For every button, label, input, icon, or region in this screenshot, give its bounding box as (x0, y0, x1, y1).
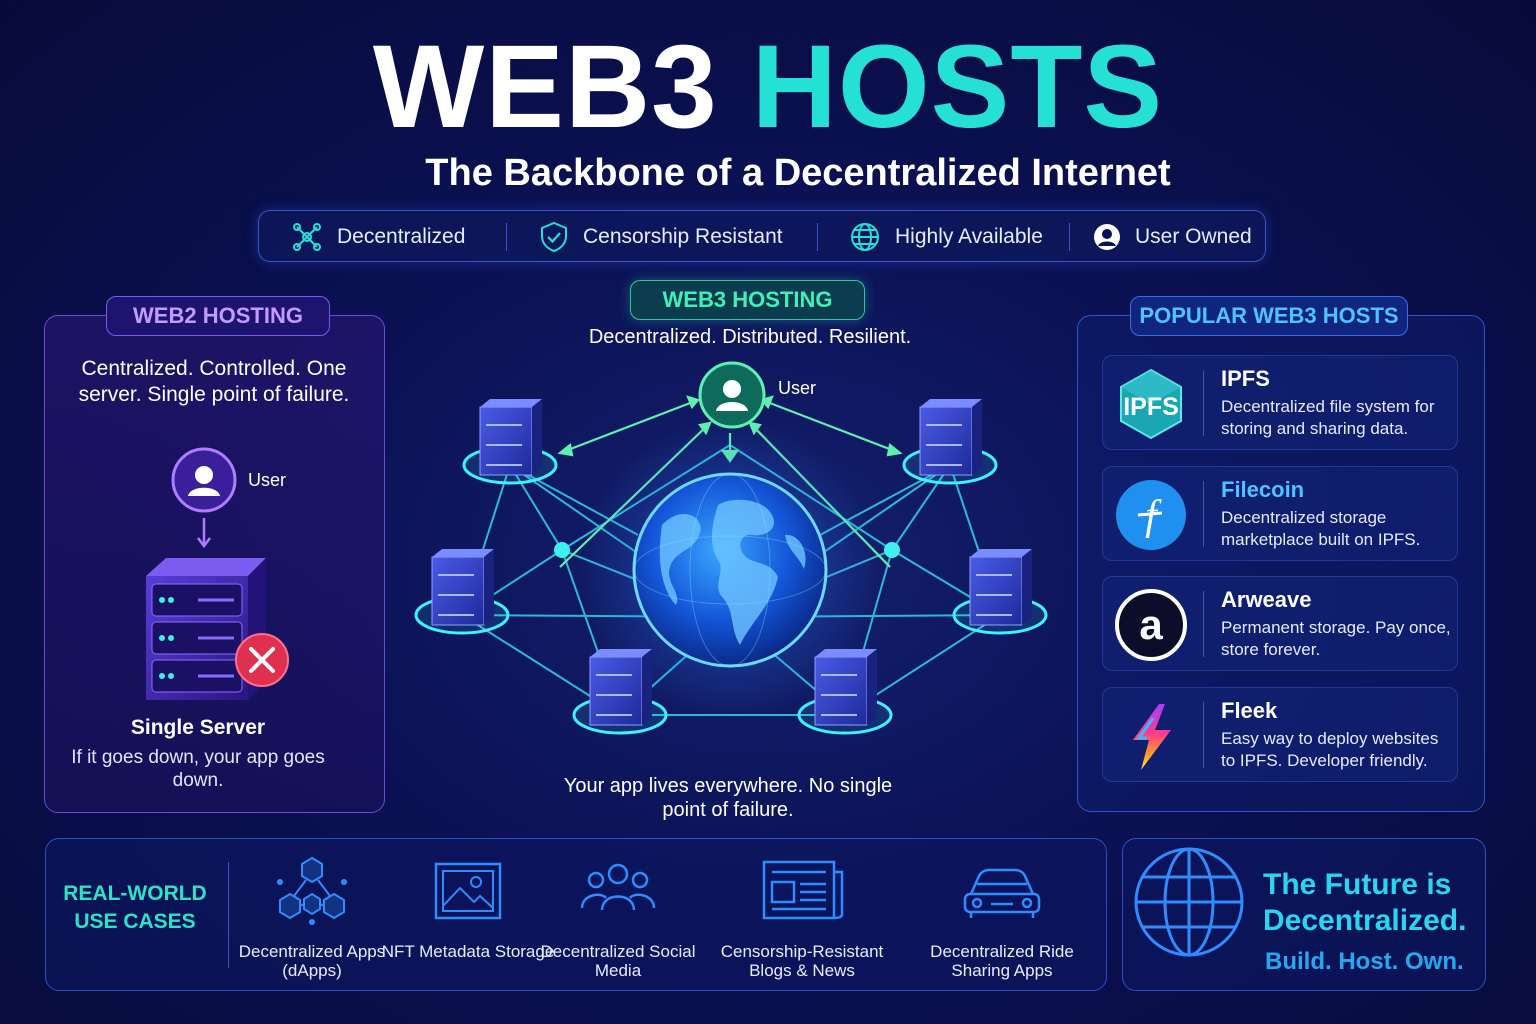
host-card-fleek[interactable]: Fleek Easy way to deploy websites to IPF… (1102, 687, 1458, 782)
divider (817, 223, 818, 251)
network-hub-dot (884, 542, 900, 558)
decentralized-network-diagram (414, 361, 1048, 735)
use-case-label: Censorship-Resistant Blogs & News (720, 942, 884, 980)
people-icon (580, 863, 656, 911)
feature-decentralized: Decentralized (291, 211, 465, 263)
globe-icon (1134, 847, 1244, 957)
shield-check-icon (541, 221, 567, 253)
feature-label: Highly Available (895, 225, 1043, 248)
use-cases-panel (45, 838, 1107, 991)
web2-user-avatar (171, 447, 237, 549)
feature-label: Censorship Resistant (583, 225, 783, 248)
single-server-title: Single Server (130, 716, 266, 739)
feature-user-owned: User Owned (1093, 211, 1252, 263)
fleek-lightning-logo-icon (1133, 704, 1171, 770)
use-case-blogs-news: Censorship-Resistant Blogs & News (712, 854, 892, 980)
car-icon (963, 868, 1041, 918)
user-icon (1094, 224, 1120, 250)
divider (1203, 481, 1204, 547)
web2-user-label: User (248, 470, 287, 490)
use-cases-title: REAL-WORLD USE CASES (63, 882, 207, 933)
host-description: Decentralized file system for storing an… (1221, 397, 1435, 438)
use-case-dapps: Decentralized Apps (dApps) (222, 854, 402, 980)
host-description: Decentralized storage marketplace built … (1221, 508, 1421, 549)
use-case-label: Decentralized Apps (dApps) (238, 942, 386, 980)
feature-bar: Decentralized Censorship Resistant Highl… (258, 210, 1266, 262)
future-panel (1122, 838, 1486, 991)
host-card-arweave[interactable]: a Arweave Permanent storage. Pay once, s… (1102, 576, 1458, 671)
host-description: Permanent storage. Pay once, store forev… (1221, 618, 1451, 659)
host-name: Arweave (1221, 587, 1312, 612)
use-case-nft-metadata: NFT Metadata Storage (378, 854, 558, 961)
web2-description: Centralized. Controlled. One server. Sin… (78, 357, 350, 406)
divider (1203, 591, 1204, 657)
host-card-ipfs[interactable]: IPFS IPFS Decentralized file system for … (1102, 355, 1458, 450)
web3-tag: WEB3 HOSTING (630, 280, 865, 320)
server-node (572, 649, 668, 735)
use-case-label: NFT Metadata Storage (381, 942, 555, 961)
use-case-social-media: Decentralized Social Media (528, 854, 708, 980)
host-name: Filecoin (1221, 477, 1305, 502)
web3-user-label: User (778, 378, 817, 398)
popular-hosts-tag: POPULAR WEB3 HOSTS (1130, 296, 1408, 336)
use-case-label: Decentralized Social Media (540, 942, 696, 980)
ipfs-logo-text: IPFS (1123, 393, 1179, 421)
single-server-icon (146, 558, 289, 700)
web2-tag: WEB2 HOSTING (106, 296, 330, 336)
server-node (902, 399, 998, 485)
future-title: The Future is Decentralized. (1263, 868, 1467, 937)
network-hub-dot (554, 542, 570, 558)
divider (228, 862, 229, 968)
server-node (797, 649, 893, 735)
web3-description: Decentralized. Distributed. Resilient. (588, 326, 912, 348)
host-description: Easy way to deploy websites to IPFS. Dev… (1221, 729, 1439, 770)
divider (1203, 370, 1204, 436)
newspaper-icon (762, 860, 844, 920)
arweave-logo-icon: a (1115, 589, 1187, 661)
host-name: Fleek (1221, 698, 1278, 723)
globe-icon (632, 472, 828, 668)
title-part-hosts: HOSTS (751, 21, 1164, 153)
divider (506, 223, 507, 251)
page-title: WEB3 HOSTS (0, 28, 1536, 146)
host-name: IPFS (1221, 366, 1270, 391)
cubes-icon (277, 856, 347, 925)
web3-bottom-text: Your app lives everywhere. No single poi… (563, 775, 893, 821)
server-node (462, 399, 558, 485)
host-card-filecoin[interactable]: f Filecoin Decentralized storage marketp… (1102, 466, 1458, 561)
image-icon (434, 862, 502, 920)
network-icon (293, 223, 321, 251)
divider (1203, 702, 1204, 768)
ipfs-logo-icon: IPFS (1120, 368, 1182, 440)
feature-censorship-resistant: Censorship Resistant (539, 211, 783, 263)
title-part-web3: WEB3 (372, 21, 718, 153)
filecoin-logo-icon: f (1116, 480, 1186, 550)
web3-user-avatar (698, 361, 766, 429)
server-node (952, 549, 1048, 635)
feature-label: Decentralized (337, 225, 466, 248)
server-node (414, 549, 510, 635)
use-case-label: Decentralized Ride Sharing Apps (930, 942, 1074, 980)
use-case-ride-sharing: Decentralized Ride Sharing Apps (912, 854, 1092, 980)
globe-icon (851, 223, 879, 251)
arweave-logo-text: a (1139, 601, 1163, 648)
divider (1069, 223, 1070, 251)
feature-highly-available: Highly Available (849, 211, 1043, 263)
feature-label: User Owned (1135, 225, 1252, 248)
page-subtitle: The Backbone of a Decentralized Internet (425, 152, 1171, 194)
future-subtitle: Build. Host. Own. (1265, 948, 1464, 975)
single-server-description: If it goes down, your app goes down. (71, 747, 325, 791)
